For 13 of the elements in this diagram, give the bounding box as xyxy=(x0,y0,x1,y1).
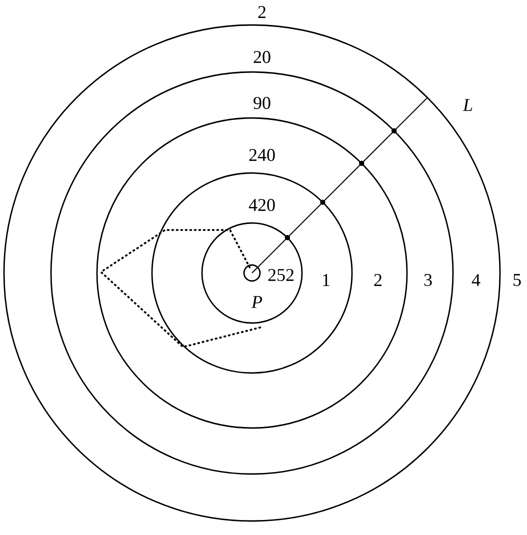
label: 2 xyxy=(374,274,382,286)
label: 252 xyxy=(268,268,294,282)
label: 4 xyxy=(472,274,480,286)
label: 3 xyxy=(424,274,432,286)
label: 90 xyxy=(254,96,270,110)
label: 2 xyxy=(258,6,266,18)
label: 240 xyxy=(249,148,275,162)
label: P xyxy=(251,296,262,308)
label: 20 xyxy=(254,50,270,64)
label: 1 xyxy=(323,274,330,286)
label: L xyxy=(462,99,472,111)
label: 420 xyxy=(248,198,275,212)
label: 5 xyxy=(514,274,521,286)
